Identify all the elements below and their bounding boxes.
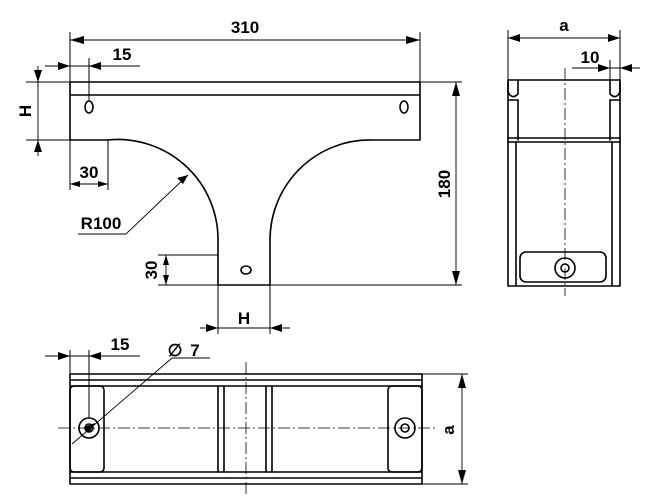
front-hole-left — [84, 100, 94, 114]
dim-310-label: 310 — [231, 18, 259, 37]
front-outline — [69, 81, 421, 286]
dim-30-branch-label: 30 — [142, 261, 161, 280]
dim-h-left-label: H — [16, 105, 35, 117]
dim-30-top-label: 30 — [80, 163, 99, 182]
plan-view: 15 ∅ 7 a — [45, 335, 468, 494]
dim-15-top-label: 15 — [113, 45, 132, 64]
plan-right-plate — [387, 385, 423, 473]
dim-10-label: 10 — [581, 48, 600, 67]
side-view: a 10 — [507, 16, 640, 296]
dim-a-side-label: a — [559, 16, 569, 35]
dim-15-bottom-label: 15 — [111, 335, 130, 354]
plan-hole-right — [394, 417, 416, 439]
plan-left-plate — [69, 385, 105, 473]
front-hole-right — [399, 100, 409, 114]
dim-diameter-symbol: ∅ — [168, 341, 183, 360]
dim-180-label: 180 — [435, 170, 454, 198]
front-hole-bottom — [240, 265, 252, 275]
front-view: 310 15 H 30 R100 180 — [16, 18, 462, 334]
side-slot-plate — [519, 251, 607, 283]
dim-diameter-label: 7 — [190, 341, 199, 360]
dim-a-bottom-label: a — [439, 425, 458, 435]
dim-r100-label: R100 — [81, 214, 122, 233]
side-outer-box — [507, 79, 621, 287]
dim-h-bottom-label: H — [238, 309, 250, 328]
